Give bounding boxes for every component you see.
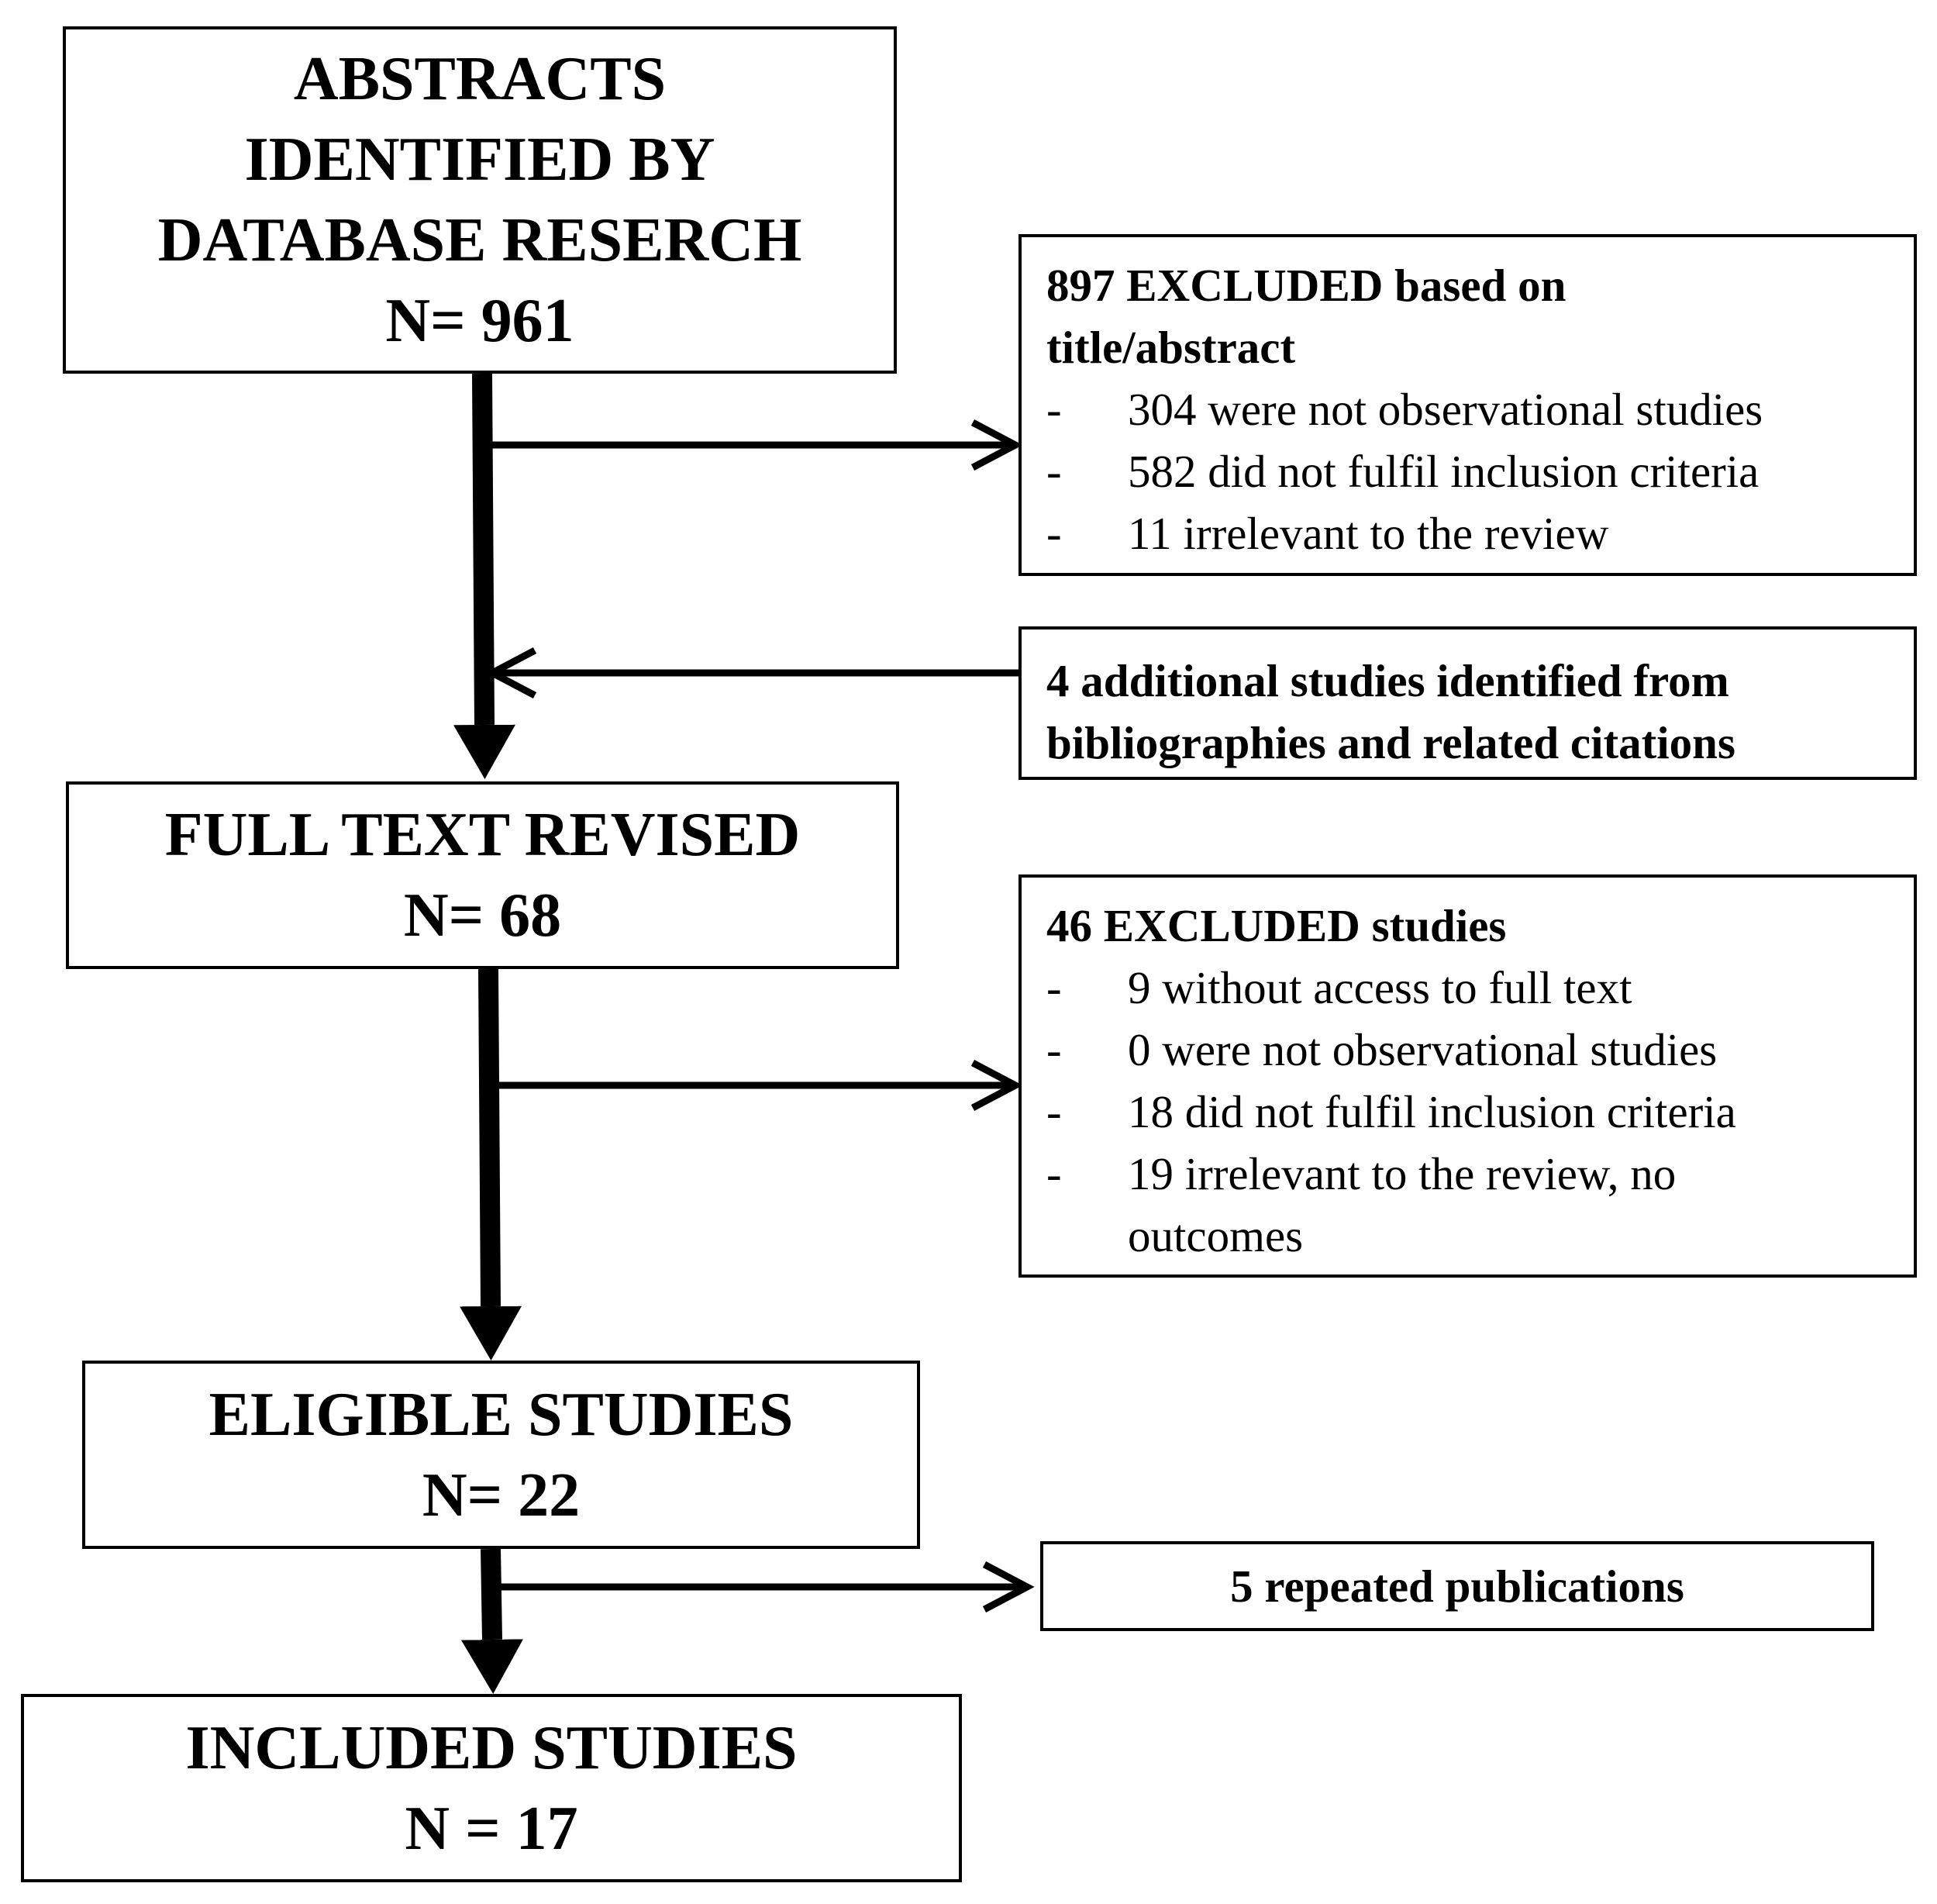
excluded2-item-1: 9 without access to full text [1128, 962, 1632, 1013]
list-item: - 9 without access to full text [1046, 957, 1889, 1019]
side-arrowhead-excluded1 [970, 419, 1023, 471]
list-item: - 19 irrelevant to the review, no outcom… [1046, 1143, 1889, 1267]
bullet-dash: - [1046, 384, 1062, 435]
excluded1-item-3: 11 irrelevant to the review [1128, 508, 1609, 559]
side-arrowhead-repeated [982, 1561, 1035, 1613]
bullet-dash: - [1046, 1148, 1062, 1199]
repeated-label: 5 repeated publications [1230, 1560, 1684, 1612]
list-item: - 18 did not fulfil inclusion criteria [1046, 1081, 1889, 1143]
abstracts-box: ABSTRACTS IDENTIFIED BY DATABASE RESERCH… [63, 26, 897, 374]
flow-arrow-fulltext-to-eligible [460, 968, 522, 1361]
list-item: - 304 were not observational studies [1046, 378, 1889, 440]
included-count: N = 17 [405, 1794, 578, 1863]
excluded-studies-box: 46 EXCLUDED studies - 9 without access t… [1018, 874, 1917, 1278]
bullet-dash: - [1046, 508, 1062, 559]
excluded1-item-2: 582 did not fulfil inclusion criteria [1128, 446, 1759, 497]
additional-line-1: 4 additional studies identified from [1046, 655, 1729, 706]
fulltext-box: FULL TEXT REVISED N= 68 [66, 781, 899, 969]
bullet-dash: - [1046, 1024, 1062, 1075]
abstracts-line-2: IDENTIFIED BY [244, 126, 715, 194]
eligible-box: ELIGIBLE STUDIES N= 22 [82, 1361, 920, 1549]
side-arrowhead-excluded2 [970, 1060, 1023, 1111]
abstracts-count: N= 961 [385, 287, 574, 355]
included-box: INCLUDED STUDIES N = 17 [21, 1694, 962, 1882]
fulltext-count: N= 68 [403, 881, 562, 950]
list-item: - 0 were not observational studies [1046, 1019, 1889, 1081]
side-arrowhead-additional [484, 647, 537, 698]
list-item: - 11 irrelevant to the review [1046, 502, 1889, 564]
excluded2-item-4: 19 irrelevant to the review, no outcomes [1128, 1148, 1677, 1261]
included-title: INCLUDED STUDIES [185, 1713, 798, 1782]
excluded2-item-3: 18 did not fulfil inclusion criteria [1128, 1086, 1736, 1137]
excluded2-heading: 46 EXCLUDED studies [1046, 900, 1507, 951]
excluded2-item-2: 0 were not observational studies [1128, 1024, 1718, 1075]
flow-arrow-abstracts-to-fulltext [453, 373, 515, 779]
excluded1-heading-line-1: 897 EXCLUDED based on [1046, 260, 1566, 311]
excluded1-heading-line-2: title/abstract [1046, 322, 1296, 373]
fulltext-title: FULL TEXT REVISED [164, 801, 801, 869]
eligible-title: ELIGIBLE STUDIES [209, 1380, 794, 1449]
bullet-dash: - [1046, 1086, 1062, 1137]
bullet-dash: - [1046, 446, 1062, 497]
repeated-publications-box: 5 repeated publications [1040, 1541, 1874, 1631]
additional-studies-box: 4 additional studies identified from bib… [1018, 626, 1917, 780]
bullet-dash: - [1046, 962, 1062, 1013]
eligible-count: N= 22 [422, 1461, 581, 1530]
list-item: - 582 did not fulfil inclusion criteria [1046, 440, 1889, 502]
abstracts-line-1: ABSTRACTS [293, 45, 667, 113]
additional-line-2: bibliographies and related citations [1046, 717, 1735, 768]
flow-arrow-eligible-to-included [461, 1548, 523, 1694]
excluded-title-abstract-box: 897 EXCLUDED based on title/abstract - 3… [1018, 234, 1917, 576]
excluded1-item-1: 304 were not observational studies [1128, 384, 1763, 435]
abstracts-line-3: DATABASE RESERCH [157, 206, 802, 274]
